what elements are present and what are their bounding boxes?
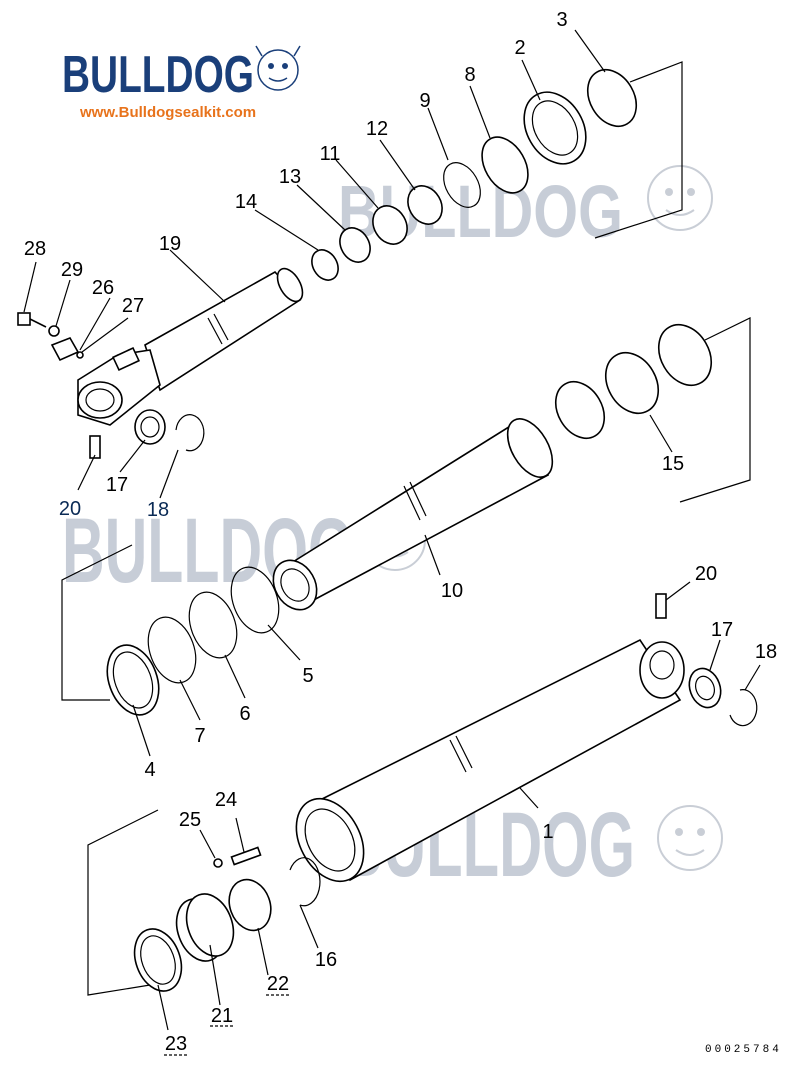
- callout-12: 12: [366, 118, 388, 140]
- callout-6: 6: [239, 703, 250, 725]
- cylinder-tube: [295, 593, 685, 883]
- callout-17-top: 17: [106, 474, 128, 496]
- callout-19: 19: [159, 233, 181, 255]
- callout-17-bottom: 17: [711, 619, 733, 641]
- bulldog-mascot-icon: [255, 45, 301, 91]
- watermark-mascot-icon: [647, 165, 713, 231]
- watermark-mascot-icon: [657, 805, 723, 871]
- leader-lines: [23, 29, 761, 1031]
- group-bracket-piston: [679, 317, 751, 503]
- clevis-fasteners: [17, 312, 84, 362]
- callout-25: 25: [179, 809, 201, 831]
- callout-22: 22: [267, 973, 289, 995]
- callout-27: 27: [122, 295, 144, 317]
- rod-seal-rings: [311, 68, 638, 281]
- callout-4: 4: [144, 759, 155, 781]
- piston-rod-assembly: [77, 267, 304, 426]
- callout-7: 7: [194, 725, 205, 747]
- callout-9: 9: [419, 90, 430, 112]
- callout-14: 14: [235, 191, 257, 213]
- callout-18-bottom: 18: [755, 641, 777, 663]
- callout-21: 21: [211, 1005, 233, 1027]
- callout-labels: 1 2 3 4 5 6 7 8 9 10 11 12 13 14 15 16 1…: [24, 9, 777, 1055]
- group-bracket-head-seals: [61, 544, 133, 701]
- piston-assembly: [133, 846, 321, 992]
- cylinder-head: [272, 418, 554, 611]
- callout-20-top: 20: [59, 498, 81, 520]
- callout-16: 16: [315, 949, 337, 971]
- callout-10: 10: [441, 580, 463, 602]
- callout-23: 23: [165, 1033, 187, 1055]
- callout-26: 26: [92, 277, 114, 299]
- callout-1: 1: [542, 821, 553, 843]
- callout-underlines: [164, 994, 290, 1056]
- brand-logo-text: BULLDOG: [62, 46, 254, 104]
- callout-2: 2: [514, 37, 525, 59]
- callout-18-top: 18: [147, 499, 169, 521]
- drawing-number: 00025784: [705, 1044, 782, 1056]
- head-seal-rings: [106, 566, 280, 716]
- group-bracket-top: [594, 61, 683, 239]
- callout-24: 24: [215, 789, 237, 811]
- group-bracket-bottom: [87, 809, 159, 996]
- brand-logo: BULLDOG www.Bulldogsealkit.com: [62, 45, 301, 121]
- callout-3: 3: [556, 9, 567, 31]
- callout-11: 11: [320, 143, 341, 165]
- rod-end-bushing-and-snap-ring: [89, 409, 205, 459]
- callout-29: 29: [61, 259, 83, 281]
- piston-rings: [554, 324, 713, 440]
- callout-13: 13: [279, 166, 301, 188]
- callout-28: 28: [24, 238, 46, 260]
- bottom-bushing-and-snap-ring: [688, 667, 758, 727]
- brand-url: www.Bulldogsealkit.com: [79, 104, 256, 121]
- callout-5: 5: [302, 665, 313, 687]
- callout-15: 15: [662, 453, 684, 475]
- callout-20-bottom: 20: [695, 563, 717, 585]
- callout-8: 8: [464, 64, 475, 86]
